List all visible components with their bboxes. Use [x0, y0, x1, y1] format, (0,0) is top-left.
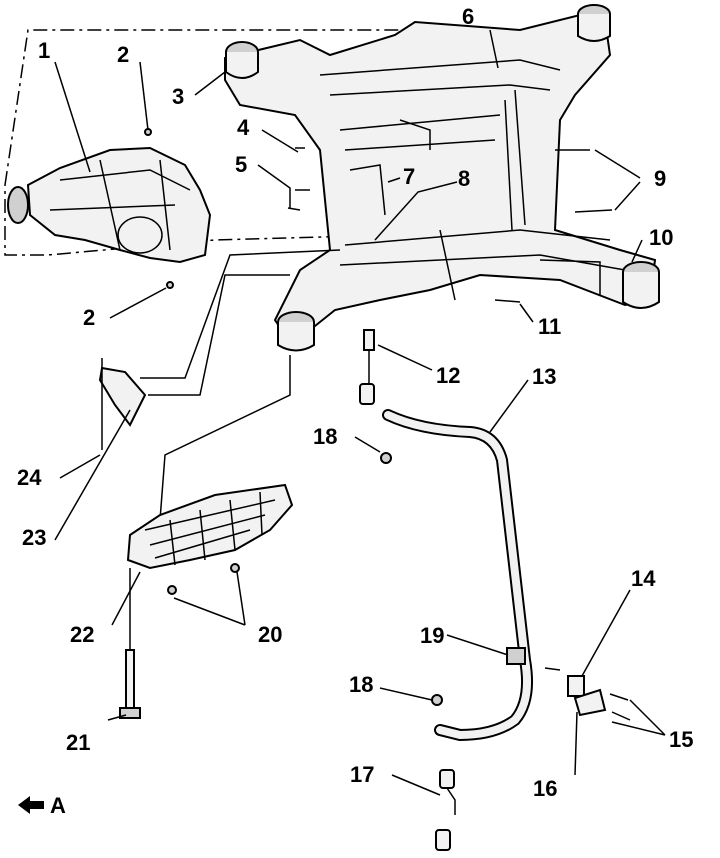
cover-plate	[126, 483, 294, 570]
coupling-rod-upper	[359, 329, 375, 405]
callout-14: 14	[631, 566, 656, 591]
mount-front-right	[577, 4, 611, 42]
callout-10: 10	[649, 225, 674, 250]
subframe	[224, 13, 657, 337]
bar-clamp	[506, 647, 631, 721]
bolts	[144, 128, 613, 303]
bracket	[98, 358, 147, 450]
callout-20: 20	[258, 622, 283, 647]
callout-15: 15	[669, 727, 694, 752]
mount-rear-right	[622, 261, 660, 309]
final-drive-differential	[7, 146, 212, 264]
callout-18-upper: 18	[313, 424, 338, 449]
callout-23: 23	[22, 525, 47, 550]
callout-5: 5	[235, 152, 248, 177]
left-arrow-icon	[18, 796, 44, 814]
callout-4: 4	[237, 115, 250, 140]
callout-9: 9	[654, 166, 667, 191]
mount-rear-left	[277, 311, 315, 352]
callout-2-top: 2	[117, 42, 130, 67]
callout-7: 7	[403, 164, 416, 189]
callout-12: 12	[436, 363, 461, 388]
nut-plate-1	[167, 585, 177, 595]
callout-21: 21	[66, 730, 91, 755]
callout-13: 13	[532, 364, 557, 389]
bracket-guide-2	[140, 249, 341, 379]
nut-plate-2	[230, 563, 240, 573]
callout-2-bottom: 2	[83, 305, 96, 330]
mount-plate-guide	[159, 355, 291, 521]
stabilizer-bar	[382, 409, 533, 742]
callout-19: 19	[420, 623, 445, 648]
coupling-rod-lower	[435, 769, 456, 851]
callout-17: 17	[350, 762, 375, 787]
leader-lines	[54, 29, 666, 796]
callout-16: 16	[533, 776, 558, 801]
bracket-guide	[148, 274, 290, 396]
callout-8: 8	[458, 166, 471, 191]
long-bolt	[119, 649, 141, 719]
nut-lower	[431, 694, 443, 706]
callout-11: 11	[538, 314, 562, 339]
callout-1: 1	[38, 38, 51, 63]
callout-3: 3	[172, 84, 185, 109]
callout-6: 6	[462, 4, 475, 29]
nut-upper	[380, 452, 392, 464]
view-direction-label: A	[50, 793, 66, 818]
callout-18-lower: 18	[349, 672, 374, 697]
callout-22: 22	[70, 622, 95, 647]
mount-front-left	[225, 41, 259, 79]
callout-24: 24	[17, 465, 42, 490]
